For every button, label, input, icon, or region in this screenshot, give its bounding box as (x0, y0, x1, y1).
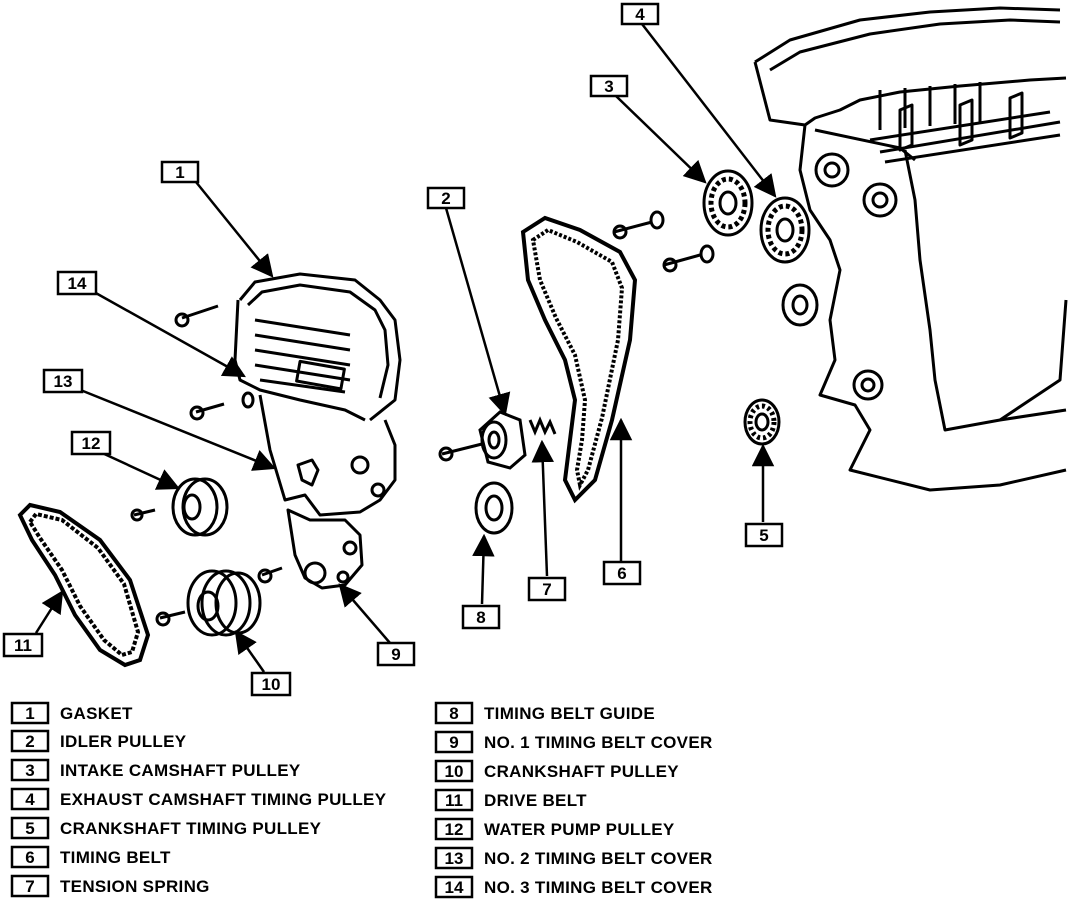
legend-text: NO. 3 TIMING BELT COVER (484, 878, 713, 897)
legend-text: TIMING BELT (60, 848, 171, 867)
legend-item: 2 IDLER PULLEY (10, 729, 187, 753)
timing-belt-drawing (520, 215, 638, 504)
tension-spring-drawing (528, 416, 557, 436)
callout-label: 3 (604, 77, 613, 96)
callout-5: 5 (744, 522, 784, 548)
engine-block-drawing (753, 6, 1068, 492)
legend-item: 7 TENSION SPRING (10, 874, 210, 898)
legend-item: 5 CRANKSHAFT TIMING PULLEY (10, 816, 322, 840)
legend-item: 8 TIMING BELT GUIDE (434, 701, 655, 725)
callout-label: 12 (82, 434, 101, 453)
legend-item: 1 GASKET (10, 701, 133, 725)
callout-label: 2 (441, 189, 450, 208)
water-pump-pulley-drawing (171, 477, 229, 537)
legend-item: 12 WATER PUMP PULLEY (434, 817, 675, 841)
leader-lines (34, 23, 777, 673)
callout-3: 3 (589, 74, 629, 98)
callout-4: 4 (620, 2, 660, 26)
legend-text: TIMING BELT GUIDE (484, 704, 655, 723)
intake-camshaft-pulley-drawing (702, 169, 754, 237)
drive-belt-drawing (17, 502, 151, 668)
legend-text: CRANKSHAFT PULLEY (484, 762, 679, 781)
callout-11: 11 (2, 632, 44, 658)
legend-num: 5 (25, 819, 34, 838)
callout-label: 14 (68, 274, 87, 293)
legend-text: IDLER PULLEY (60, 732, 187, 751)
legend-text: DRIVE BELT (484, 791, 587, 810)
callout-1: 1 (160, 160, 200, 184)
legend-num: 10 (445, 762, 464, 781)
legend-num: 11 (445, 791, 463, 810)
idler-pulley-drawing (438, 410, 527, 470)
legend-num: 9 (449, 733, 458, 752)
legend-num: 6 (25, 848, 34, 867)
legend-item: 9 NO. 1 TIMING BELT COVER (434, 730, 713, 754)
legend-item: 14 NO. 3 TIMING BELT COVER (434, 875, 713, 899)
legend-num: 8 (449, 704, 458, 723)
callout-2: 2 (426, 186, 466, 210)
callout-label: 11 (14, 636, 32, 655)
legend-text: GASKET (60, 704, 133, 723)
legend-num: 4 (25, 790, 35, 809)
callout-10: 10 (250, 671, 292, 697)
legend-num: 7 (25, 877, 34, 896)
cover-bolts-drawing (130, 304, 283, 627)
callout-label: 1 (175, 163, 184, 182)
timing-belt-cover-drawing (233, 272, 402, 590)
timing-belt-guide-drawing (474, 481, 514, 535)
crankshaft-timing-pulley-drawing (743, 398, 781, 446)
callout-label: 8 (476, 608, 485, 627)
crankshaft-pulley-drawing (186, 569, 262, 637)
callout-label: 7 (542, 580, 551, 599)
legend-item: 11 DRIVE BELT (434, 788, 587, 812)
cam-bolts-drawing (612, 210, 819, 327)
callout-label: 4 (635, 5, 645, 24)
legend: 1 GASKET 2 IDLER PULLEY 3 INTAKE CAMSHAF… (10, 701, 713, 899)
legend-text: WATER PUMP PULLEY (484, 820, 675, 839)
legend-item: 6 TIMING BELT (10, 845, 171, 869)
callout-9: 9 (376, 641, 416, 667)
callout-8: 8 (461, 604, 501, 630)
callouts: 1 2 3 4 5 6 7 8 (2, 2, 784, 697)
legend-text: INTAKE CAMSHAFT PULLEY (60, 761, 301, 780)
callout-13: 13 (42, 368, 84, 394)
legend-num: 2 (25, 732, 34, 751)
legend-item: 10 CRANKSHAFT PULLEY (434, 759, 679, 783)
legend-item: 13 NO. 2 TIMING BELT COVER (434, 846, 713, 870)
exhaust-camshaft-pulley-drawing (759, 196, 811, 264)
callout-7: 7 (527, 576, 567, 602)
legend-text: NO. 2 TIMING BELT COVER (484, 849, 713, 868)
callout-label: 9 (391, 645, 400, 664)
legend-num: 13 (445, 849, 464, 868)
callout-14: 14 (56, 270, 98, 296)
callout-label: 10 (262, 675, 281, 694)
legend-num: 14 (445, 878, 464, 897)
callout-6: 6 (602, 560, 642, 586)
legend-item: 3 INTAKE CAMSHAFT PULLEY (10, 758, 301, 782)
legend-num: 3 (25, 761, 34, 780)
callout-label: 13 (54, 372, 73, 391)
legend-num: 12 (445, 820, 464, 839)
legend-item: 4 EXHAUST CAMSHAFT TIMING PULLEY (10, 787, 387, 811)
legend-text: CRANKSHAFT TIMING PULLEY (60, 819, 322, 838)
legend-text: TENSION SPRING (60, 877, 210, 896)
legend-num: 1 (25, 704, 34, 723)
callout-label: 6 (617, 564, 626, 583)
callout-12: 12 (70, 430, 112, 456)
legend-text: NO. 1 TIMING BELT COVER (484, 733, 713, 752)
callout-label: 5 (759, 526, 768, 545)
legend-text: EXHAUST CAMSHAFT TIMING PULLEY (60, 790, 387, 809)
